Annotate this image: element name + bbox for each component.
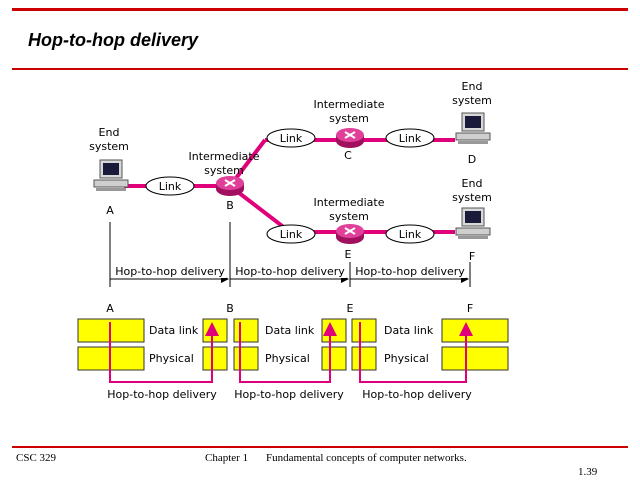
intermediate-b-line1: Intermediate (189, 150, 260, 163)
link-label: Link (399, 132, 422, 145)
delivery-path-ab (109, 322, 219, 383)
computer-f-icon (455, 207, 491, 240)
hop-label-2: Hop-to-hop delivery (235, 265, 345, 278)
layer-box (441, 346, 509, 371)
layer-box (321, 318, 347, 343)
layer-box (202, 318, 228, 343)
layer-box (202, 346, 228, 371)
router-e-icon (335, 223, 365, 245)
router-b-icon (215, 175, 245, 197)
end-system-a-line2: system (89, 140, 129, 153)
end-system-f-line1: End (462, 177, 483, 190)
layer-box (351, 318, 377, 343)
intermediate-e-line1: Intermediate (314, 196, 385, 209)
footer-course: CSC 329 (16, 452, 57, 464)
title-rule (12, 68, 628, 70)
intermediate-e-line2: system (329, 210, 369, 223)
node-f-label: F (469, 250, 475, 263)
slide-title: Hop-to-hop delivery (28, 30, 198, 50)
router-c-icon (335, 127, 365, 149)
system-labels: End system End system End system Interme… (89, 80, 492, 223)
footer-chapter: Chapter 1 (205, 452, 249, 464)
data-link-label: Data link (149, 324, 199, 337)
delivery-path-ef (359, 322, 473, 383)
link-oval-ab: Link (145, 176, 195, 196)
layer-labels: Data link Physical Data link Physical Da… (149, 324, 434, 365)
computer-a-icon (93, 159, 129, 192)
end-system-a-line1: End (99, 126, 120, 139)
data-link-label: Data link (265, 324, 315, 337)
footer-page: 1.39 (578, 466, 598, 478)
physical-label: Physical (149, 352, 194, 365)
footer-rule (12, 446, 628, 448)
link-oval-ef: Link (385, 224, 435, 244)
bottom-hop-label-2: Hop-to-hop delivery (234, 388, 344, 401)
end-system-f-line2: system (452, 191, 492, 204)
physical-label: Physical (265, 352, 310, 365)
computer-d-icon (455, 112, 491, 145)
bottom-hop-label-3: Hop-to-hop delivery (362, 388, 472, 401)
link-label: Link (280, 132, 303, 145)
intermediate-c-line2: system (329, 112, 369, 125)
physical-label: Physical (384, 352, 429, 365)
stack-a-label: A (106, 302, 114, 315)
footer-topic: Fundamental concepts of computer network… (266, 452, 467, 464)
layer-box (233, 318, 259, 343)
layer-box (441, 318, 509, 343)
stack-f-label: F (467, 302, 473, 315)
link-label: Link (280, 228, 303, 241)
data-link-label: Data link (384, 324, 434, 337)
node-a-label: A (106, 204, 114, 217)
node-letters: A B C D E F (106, 149, 476, 263)
hop-arrows: Hop-to-hop delivery Hop-to-hop delivery … (110, 264, 469, 283)
layer-box (321, 346, 347, 371)
layer-box (233, 346, 259, 371)
bottom-hop-label-1: Hop-to-hop delivery (107, 388, 217, 401)
hop-label-1: Hop-to-hop delivery (115, 265, 225, 278)
end-system-d-line1: End (462, 80, 483, 93)
link-ovals: Link Link Link Link Link (145, 128, 435, 244)
intermediate-c-line1: Intermediate (314, 98, 385, 111)
link-label: Link (159, 180, 182, 193)
stack-b-label: B (226, 302, 234, 315)
end-system-d-line2: system (452, 94, 492, 107)
node-d-label: D (468, 153, 476, 166)
delivery-path-be (239, 322, 337, 383)
top-rule (12, 8, 628, 11)
node-c-label: C (344, 149, 352, 162)
hop-label-3: Hop-to-hop delivery (355, 265, 465, 278)
link-oval-be: Link (266, 224, 316, 244)
stack-e-label: E (347, 302, 354, 315)
link-oval-bc: Link (266, 128, 316, 148)
delivery-paths (109, 322, 473, 383)
stack-node-letters: A B E F (106, 302, 473, 315)
node-e-label: E (345, 248, 352, 261)
intermediate-b-line2: system (204, 164, 244, 177)
guide-lines (109, 222, 471, 287)
bottom-hop-labels: Hop-to-hop delivery Hop-to-hop delivery … (107, 388, 472, 401)
node-b-label: B (226, 199, 234, 212)
link-oval-cd: Link (385, 128, 435, 148)
layer-box (351, 346, 377, 371)
link-label: Link (399, 228, 422, 241)
